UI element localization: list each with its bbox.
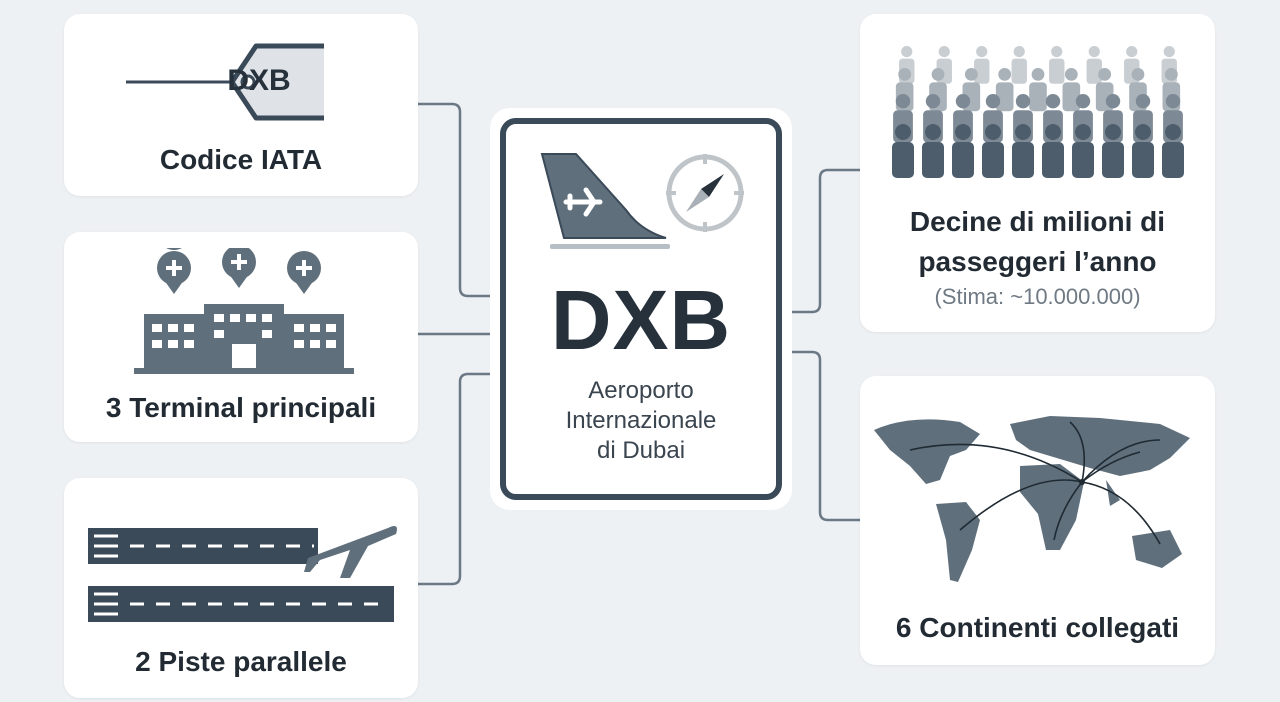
airport-sign: DXB Aeroporto Internazionale di Dubai <box>500 118 782 500</box>
connector-continents <box>790 350 860 522</box>
person-icon <box>1012 124 1034 178</box>
tag-code-text: DXB <box>227 64 291 97</box>
person-icon <box>1011 46 1027 84</box>
luggage-tag-icon <box>126 43 324 121</box>
person-icon <box>982 124 1004 178</box>
runways-card: 2 Piste parallele <box>64 478 418 698</box>
airport-name-line1: Aeroporto <box>588 377 694 404</box>
airport-code: DXB <box>550 273 732 367</box>
crowd-icon <box>892 46 1184 178</box>
person-icon <box>952 124 974 178</box>
continents-label: 6 Continenti collegati <box>895 612 1180 643</box>
iata-code-label: Codice IATA <box>159 144 323 175</box>
passengers-card: Decine di milioni di passeggeri l’anno (… <box>860 14 1215 332</box>
aircraft-tail-icon <box>540 153 670 249</box>
passengers-label-line2: passeggeri l’anno <box>918 246 1157 277</box>
terminals-card: 3 Terminal principali <box>64 232 418 442</box>
airport-name: Aeroporto Internazionale di Dubai <box>506 376 776 466</box>
connector-iata <box>418 102 492 298</box>
continents-card: 6 Continenti collegati <box>860 376 1215 665</box>
person-icon <box>1042 124 1064 178</box>
runways-icon <box>88 526 397 622</box>
terminal-building-icon <box>134 248 354 374</box>
passengers-label-line1: Decine di milioni di <box>909 206 1166 237</box>
airplane-icon <box>304 526 397 578</box>
runways-label: 2 Piste parallele <box>135 646 347 677</box>
compass-icon <box>666 154 744 232</box>
iata-code-card: DXB Codice IATA <box>64 14 418 196</box>
person-icon <box>1072 124 1094 178</box>
person-icon <box>892 124 914 178</box>
terminals-label: 3 Terminal principali <box>105 392 377 423</box>
person-icon <box>1049 46 1065 84</box>
connector-runways <box>418 372 492 586</box>
person-icon <box>995 68 1014 112</box>
person-icon <box>974 46 990 84</box>
person-icon <box>1029 68 1047 112</box>
passengers-label: Decine di milioni di passeggeri l’anno <box>860 202 1215 282</box>
airport-name-line3: di Dubai <box>596 437 686 464</box>
person-icon <box>1062 68 1081 112</box>
connector-passengers <box>790 168 860 314</box>
person-icon <box>1132 124 1154 178</box>
airport-name-line2: Internazionale <box>565 407 717 434</box>
world-map-icon <box>874 416 1190 582</box>
person-icon <box>1086 46 1102 84</box>
person-icon <box>1162 124 1184 178</box>
person-icon <box>922 124 944 178</box>
passengers-estimate: (Stima: ~10.000.000) <box>934 284 1141 309</box>
person-icon <box>1102 124 1124 178</box>
